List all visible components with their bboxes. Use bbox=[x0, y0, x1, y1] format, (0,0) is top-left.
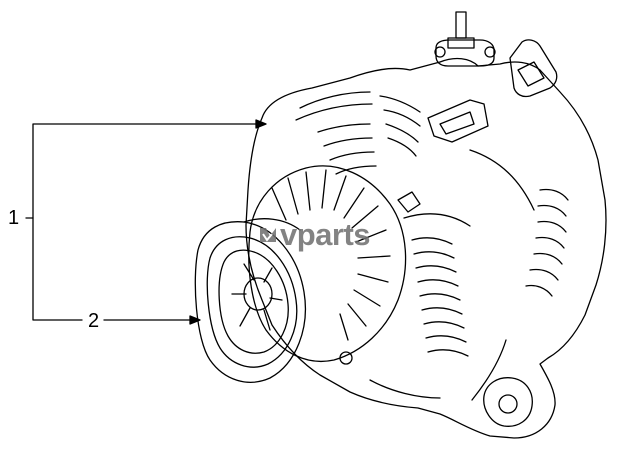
watermark-text: vparts bbox=[280, 217, 371, 252]
cooling-fins-front bbox=[411, 237, 469, 357]
pulley-inner-rim bbox=[206, 236, 298, 368]
alternator-body bbox=[245, 11, 607, 439]
housing-outline bbox=[245, 57, 607, 439]
pulley bbox=[194, 218, 306, 383]
pulley-nut bbox=[243, 277, 273, 311]
callout-label-1: 1 bbox=[8, 207, 20, 229]
front-housing bbox=[248, 165, 407, 362]
watermark-logo-icon bbox=[260, 228, 276, 242]
leader-line-1 bbox=[25, 123, 259, 219]
watermark: vparts bbox=[258, 217, 371, 253]
callout-label-2: 2 bbox=[88, 310, 100, 332]
mounting-bracket bbox=[427, 99, 489, 143]
cooling-fins-side bbox=[525, 188, 569, 297]
leader-line-1b bbox=[32, 217, 83, 321]
terminal-stud bbox=[455, 11, 467, 39]
connector-boss bbox=[509, 39, 558, 98]
leader-arrow-2 bbox=[189, 315, 201, 325]
fan-blades bbox=[271, 169, 391, 341]
lower-mount-ear bbox=[483, 377, 533, 427]
cooling-fins-top bbox=[295, 91, 421, 175]
callout-leaders bbox=[25, 119, 267, 325]
